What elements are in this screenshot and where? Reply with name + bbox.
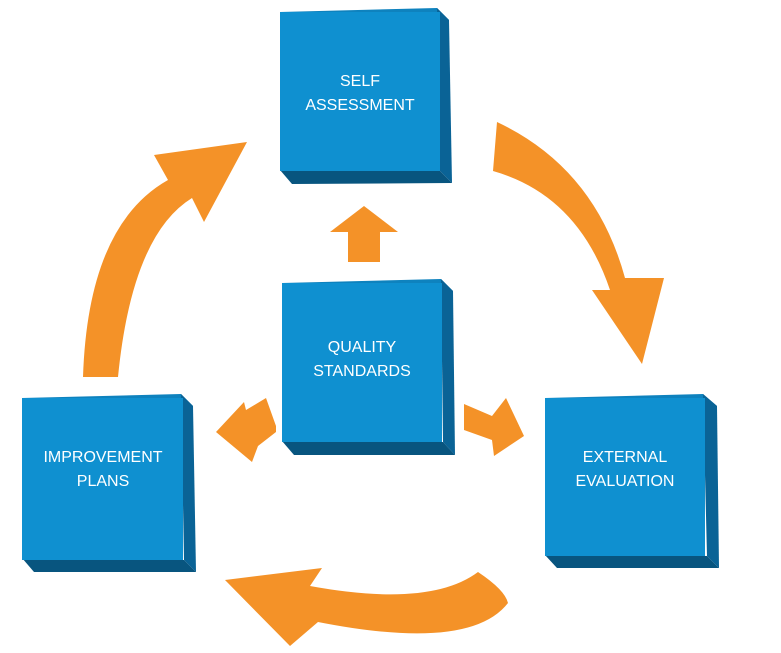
- box-self-assessment-label-line1: SELF: [340, 73, 380, 90]
- box-external-evaluation-label-line2: EVALUATION: [576, 473, 675, 490]
- box-external-evaluation-label-line1: EXTERNAL: [583, 449, 668, 466]
- box-improvement-plans-label-line1: IMPROVEMENT: [43, 449, 162, 466]
- box-improvement-plans-label-line2: PLANS: [77, 473, 129, 490]
- cycle-arrow-plans-to-self-assessment: [83, 142, 247, 377]
- box-quality-standards-label-line2: STANDARDS: [313, 363, 411, 380]
- box-quality-standards: QUALITY STANDARDS: [282, 279, 455, 455]
- box-improvement-plans: IMPROVEMENT PLANS: [22, 394, 196, 572]
- arrow-left-to-improvement-plans: [216, 398, 276, 462]
- arrow-right-to-external-evaluation: [464, 398, 524, 456]
- box-self-assessment-label-line2: ASSESSMENT: [305, 97, 415, 114]
- cycle-arrow-self-assessment-to-external: [493, 122, 664, 364]
- arrow-up-to-self-assessment: [330, 206, 398, 262]
- box-self-assessment: SELF ASSESSMENT: [280, 8, 452, 184]
- box-external-evaluation: EXTERNAL EVALUATION: [545, 394, 719, 568]
- box-quality-standards-label-line1: QUALITY: [328, 339, 397, 356]
- cycle-arrow-external-to-plans: [225, 568, 508, 646]
